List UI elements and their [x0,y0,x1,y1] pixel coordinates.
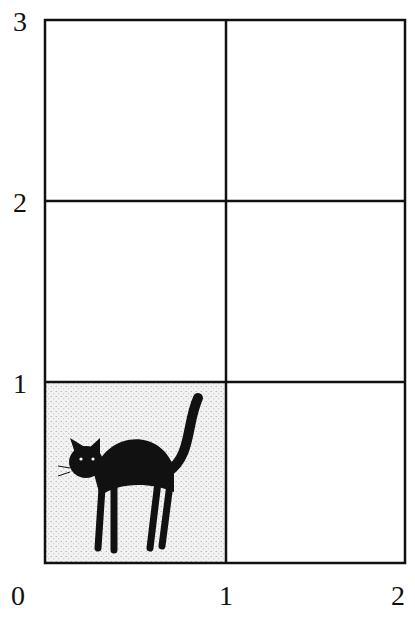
y-axis-number: 1 [13,370,27,398]
x-axis-number: 2 [391,582,405,610]
shaded-cell [45,382,226,563]
y-axis-number: 3 [13,8,27,36]
x-axis-number: 0 [11,582,25,610]
grid-lines [45,20,405,563]
y-axis-number: 2 [13,189,27,217]
cat-figure [58,398,198,550]
x-axis-number: 1 [219,582,233,610]
